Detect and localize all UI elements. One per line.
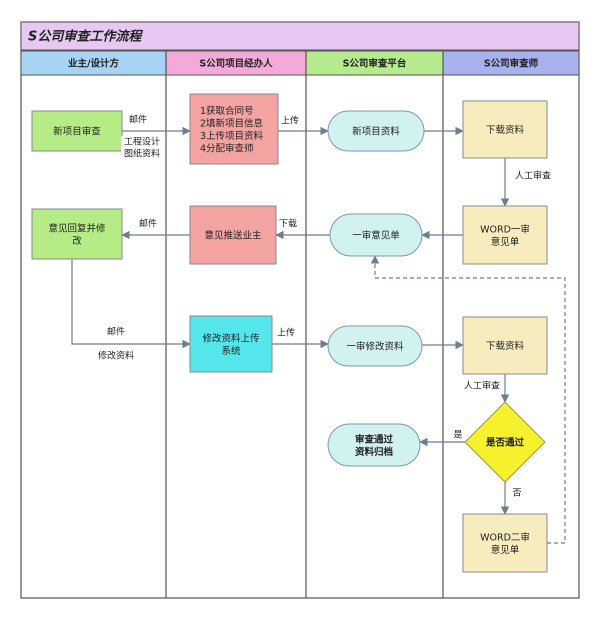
node-label: 意见单 xyxy=(491,544,520,556)
edge-label: 修改资料 xyxy=(98,350,134,362)
node-new-material: 新项目资料 xyxy=(327,110,425,152)
node-decision xyxy=(464,401,546,483)
edge-label: 人工审查 xyxy=(515,170,551,182)
lane-label-platform: S公司审查平台 xyxy=(343,58,407,70)
edge-label: 上传 xyxy=(277,327,295,339)
node-box xyxy=(189,205,277,265)
node-label: 一审修改资料 xyxy=(346,341,404,353)
lane-label-reviewer: S公司审查师 xyxy=(484,58,539,70)
node-push-owner: 意见推送业主 xyxy=(189,205,277,265)
edge-label-bg xyxy=(137,218,159,230)
node-label: 一审意见单 xyxy=(352,230,400,242)
node-download2: 下载资料 xyxy=(462,316,548,375)
edge-label: 否 xyxy=(512,488,521,499)
edge-label: 上传 xyxy=(281,115,299,127)
node-label: 资料归档 xyxy=(355,446,394,458)
node-new-review: 新项目审查 xyxy=(31,110,123,152)
node-box xyxy=(462,205,548,265)
node-terminal xyxy=(327,325,423,367)
node-label: 下载资料 xyxy=(486,340,525,352)
node-box xyxy=(31,110,123,152)
edge-label-bg xyxy=(121,136,163,148)
lane-label-owner: 业主/设计方 xyxy=(68,58,119,70)
node-label: 3上传项目资料 xyxy=(200,130,264,142)
node-box xyxy=(189,93,279,165)
node-label: 审查通过 xyxy=(355,433,394,445)
edge-label: 邮件 xyxy=(107,326,125,338)
node-label: 系统 xyxy=(221,345,241,357)
node-download1: 下载资料 xyxy=(462,100,548,159)
edge-label: 是 xyxy=(453,430,462,441)
node-label: WORD一审 xyxy=(480,223,530,235)
title-band xyxy=(20,21,580,51)
node-label: 1获取合同号 xyxy=(200,105,254,117)
node-label: 4分配审查师 xyxy=(200,142,254,154)
node-label: 2填新项目信息 xyxy=(200,117,263,129)
edge-label: 人工审查 xyxy=(464,380,500,392)
node-box xyxy=(462,513,548,573)
edge-reply-fix-to-upload-fix xyxy=(71,259,191,349)
edge-label-bg xyxy=(105,326,127,338)
lane-label-handler: S公司项目经办人 xyxy=(199,58,273,70)
node-box xyxy=(462,100,548,159)
edge-label-bg xyxy=(279,115,301,127)
edge-label: 邮件 xyxy=(129,114,147,126)
edge-label-bg xyxy=(127,114,149,126)
node-label: 下载资料 xyxy=(486,124,525,136)
node-label: 修改资料上传 xyxy=(202,332,260,344)
edge-label: 下载 xyxy=(279,218,297,230)
edge-label-bg xyxy=(95,350,137,362)
lane-header-owner xyxy=(20,50,167,76)
lane-header-platform xyxy=(305,50,444,76)
node-label: WORD二审 xyxy=(480,531,530,543)
node-label: 是否通过 xyxy=(485,437,525,449)
node-terminal xyxy=(327,423,421,467)
edge-label: 邮件 xyxy=(139,218,157,230)
edge-label: 图纸资料 xyxy=(124,148,160,160)
node-label: 新项目资料 xyxy=(352,126,400,138)
edge-label-bg xyxy=(461,380,503,392)
node-fix-material: 一审修改资料 xyxy=(327,325,423,367)
diagram-title: S公司审查工作流程 xyxy=(28,29,143,45)
edge-label: 工程设计 xyxy=(124,136,160,148)
node-pass-check: 是否通过 xyxy=(464,401,546,483)
node-opinion1: 一审意见单 xyxy=(329,213,423,257)
edge-word2-to-opinion1 xyxy=(370,255,566,544)
edge-label-bg xyxy=(452,429,464,441)
node-terminal xyxy=(329,213,423,257)
node-label: 意见推送业主 xyxy=(204,230,261,242)
node-label: 意见回复并修 xyxy=(48,222,106,234)
node-terminal xyxy=(327,110,425,152)
node-label: 意见单 xyxy=(491,236,520,248)
node-label: 改 xyxy=(72,235,82,247)
node-box xyxy=(31,208,123,260)
edge-label-bg xyxy=(121,148,163,160)
node-box xyxy=(462,316,548,375)
node-label: 新项目审查 xyxy=(53,126,101,138)
edge-label-bg xyxy=(275,327,297,339)
edge-label-bg xyxy=(512,170,554,182)
edge-label-bg xyxy=(511,487,523,499)
edge-label-bg xyxy=(277,218,299,230)
node-box xyxy=(189,315,273,373)
